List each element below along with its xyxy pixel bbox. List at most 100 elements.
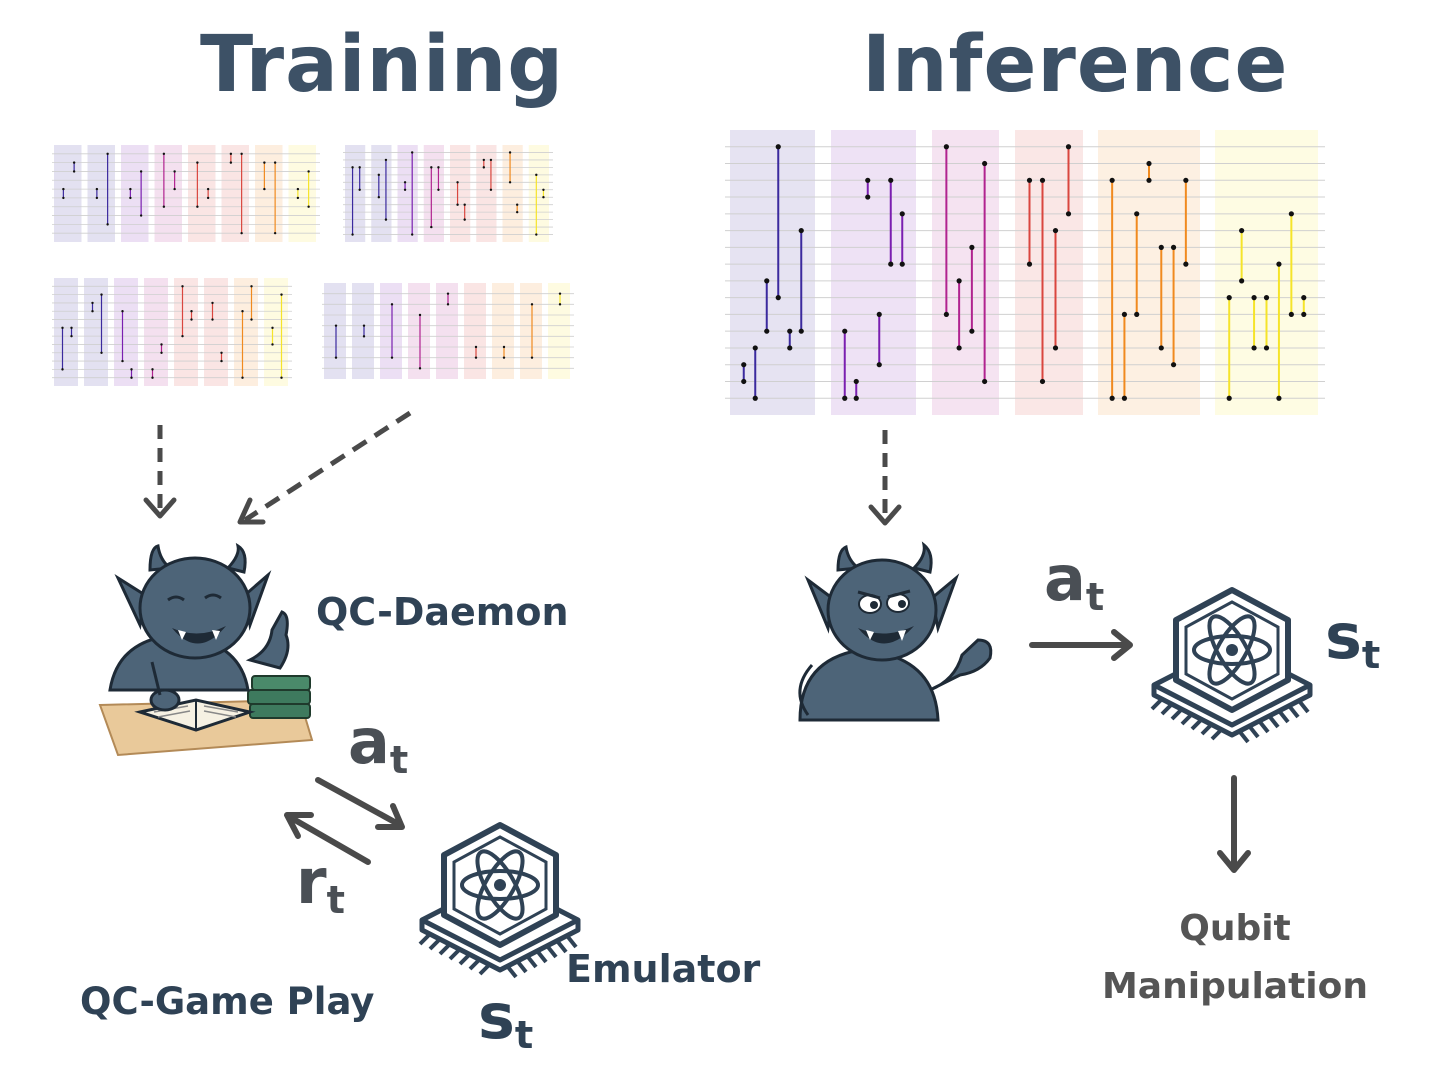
gate-dot <box>95 196 99 200</box>
gate-dot <box>456 203 459 206</box>
gate-dot <box>229 152 233 156</box>
gate-dot <box>377 196 381 199</box>
circuit-band <box>502 145 523 242</box>
gate-dot <box>307 170 310 173</box>
circuit-band <box>1215 130 1318 415</box>
gate-dot <box>139 170 143 173</box>
gate-dot <box>106 152 109 156</box>
gate-dot <box>362 324 366 327</box>
gate-dot <box>764 328 770 334</box>
gate-dot <box>865 177 871 183</box>
gate-dot <box>358 188 361 191</box>
gate-dot <box>263 187 266 191</box>
circuit-band <box>221 145 249 242</box>
gate-dot <box>482 158 486 162</box>
gate-dot <box>160 343 163 346</box>
output-label-line1: Qubit <box>1179 908 1291 949</box>
gate-dot <box>558 292 562 295</box>
gate-dot <box>121 359 124 363</box>
gate-dot <box>558 303 562 306</box>
gate-dot <box>61 368 64 371</box>
daemon-label: QC-Daemon <box>316 590 569 634</box>
circuit-band <box>492 283 514 379</box>
studying-daemon-icon <box>98 542 314 757</box>
gate-dot <box>1251 295 1257 301</box>
gate-dot <box>969 328 975 334</box>
gate-dot <box>437 166 440 169</box>
gate-dot <box>474 345 478 349</box>
action-arrow-training <box>315 777 403 828</box>
gate-dot <box>162 205 166 208</box>
gate-dot <box>1251 345 1257 351</box>
gate-dot <box>410 151 414 154</box>
gate-dot <box>296 187 300 191</box>
gate-dot <box>535 173 538 177</box>
quantum-chip-icon <box>418 822 581 979</box>
gate-dot <box>515 210 519 214</box>
gate-dot <box>1026 177 1033 183</box>
gate-dot <box>1052 345 1059 351</box>
gate-dot <box>956 345 962 351</box>
gate-dot <box>1183 261 1189 267</box>
gate-dot <box>787 345 793 351</box>
gate-dot <box>787 328 793 334</box>
circuit-band <box>548 283 570 379</box>
gate-dot <box>61 326 64 330</box>
gate-dot <box>241 376 244 379</box>
gate-dot <box>362 335 366 338</box>
circuit-band <box>324 283 346 379</box>
gate-dot <box>489 188 493 191</box>
circuit-band <box>188 145 216 242</box>
circuit-band <box>932 130 999 415</box>
gate-dot <box>1301 311 1307 318</box>
gate-dot <box>508 181 512 184</box>
gate-dot <box>403 188 407 191</box>
circuit-band <box>528 145 549 242</box>
state-symbol-inference: st <box>1325 600 1381 678</box>
gate-dot <box>1288 211 1294 217</box>
circuit-thumbnail-1 <box>52 145 320 242</box>
gate-dot <box>1239 227 1245 234</box>
circuit-band <box>264 278 288 386</box>
gate-dot <box>240 152 243 156</box>
dashed-arrow-diagonal-head <box>237 497 266 525</box>
gate-dot <box>1226 295 1232 301</box>
circuit-band <box>436 283 458 379</box>
gate-dot <box>70 326 73 330</box>
gate-dot <box>130 368 133 371</box>
gate-dot <box>62 187 65 191</box>
emulator-label: Emulator <box>566 947 761 991</box>
gate-dot <box>474 356 478 359</box>
gate-dot <box>865 194 871 200</box>
gate-dot <box>842 328 848 334</box>
gate-dot <box>1263 295 1270 301</box>
gate-dot <box>151 376 154 379</box>
gate-dot <box>1170 362 1177 368</box>
gate-dot <box>273 231 277 235</box>
circuit-thumbnail-3 <box>52 278 292 386</box>
reward-arrow-training <box>285 813 371 865</box>
gate-dot <box>106 223 109 226</box>
gate-dot <box>250 318 253 321</box>
gate-dot <box>853 378 859 385</box>
gate-dot <box>160 351 163 354</box>
gate-dot <box>535 233 538 236</box>
training-title: Training <box>200 20 565 110</box>
gate-dot <box>206 187 210 191</box>
gate-dot <box>764 278 770 284</box>
state-symbol-training: st <box>478 980 534 1058</box>
circuit-band <box>352 283 374 379</box>
gate-dot <box>273 161 277 164</box>
gate-dot <box>775 144 781 150</box>
circuit-band <box>87 145 115 242</box>
gate-dot <box>943 144 949 150</box>
circuit-band <box>520 283 542 379</box>
gate-dot <box>1239 278 1245 284</box>
gate-dot <box>741 362 747 368</box>
gate-dot <box>752 345 758 351</box>
gate-dot <box>1146 160 1152 167</box>
quantum-chip-icon <box>1150 587 1313 744</box>
gate-dot <box>463 203 466 206</box>
action-symbol-inference: at <box>1044 542 1105 620</box>
